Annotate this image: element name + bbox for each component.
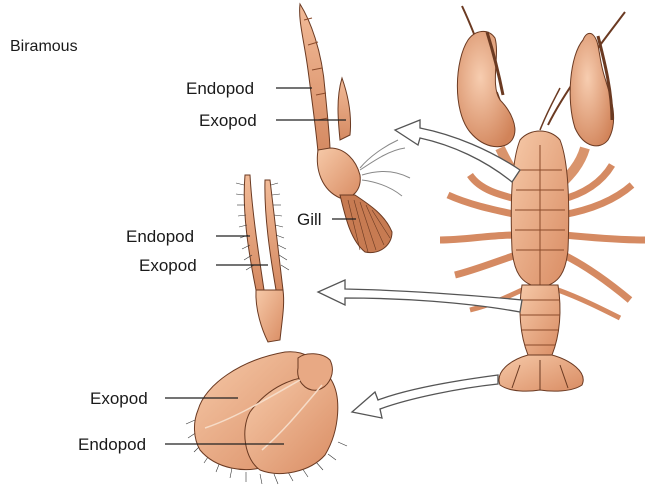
label-gill: Gill [297, 210, 322, 229]
label-swimmeret-endopod: Endopod [126, 227, 195, 246]
label-uropod-endopod: Endopod [78, 435, 147, 454]
leader-lines [165, 87, 356, 445]
antenna-appendage [299, 2, 411, 254]
label-antenna-endopod: Endopod [186, 79, 255, 98]
arrow-to-uropod [350, 374, 499, 419]
swimmeret-appendage [235, 174, 290, 343]
label-uropod-exopod: Exopod [90, 389, 148, 408]
uropod-appendage [185, 351, 348, 485]
arrow-to-swimmeret [316, 278, 523, 313]
crayfish-illustration [439, 5, 646, 392]
label-swimmeret-exopod: Exopod [139, 256, 197, 275]
diagram-title: Biramous [10, 38, 78, 55]
label-antenna-exopod: Exopod [199, 111, 257, 130]
arrows [316, 119, 523, 419]
arrow-to-antenna [393, 119, 521, 183]
